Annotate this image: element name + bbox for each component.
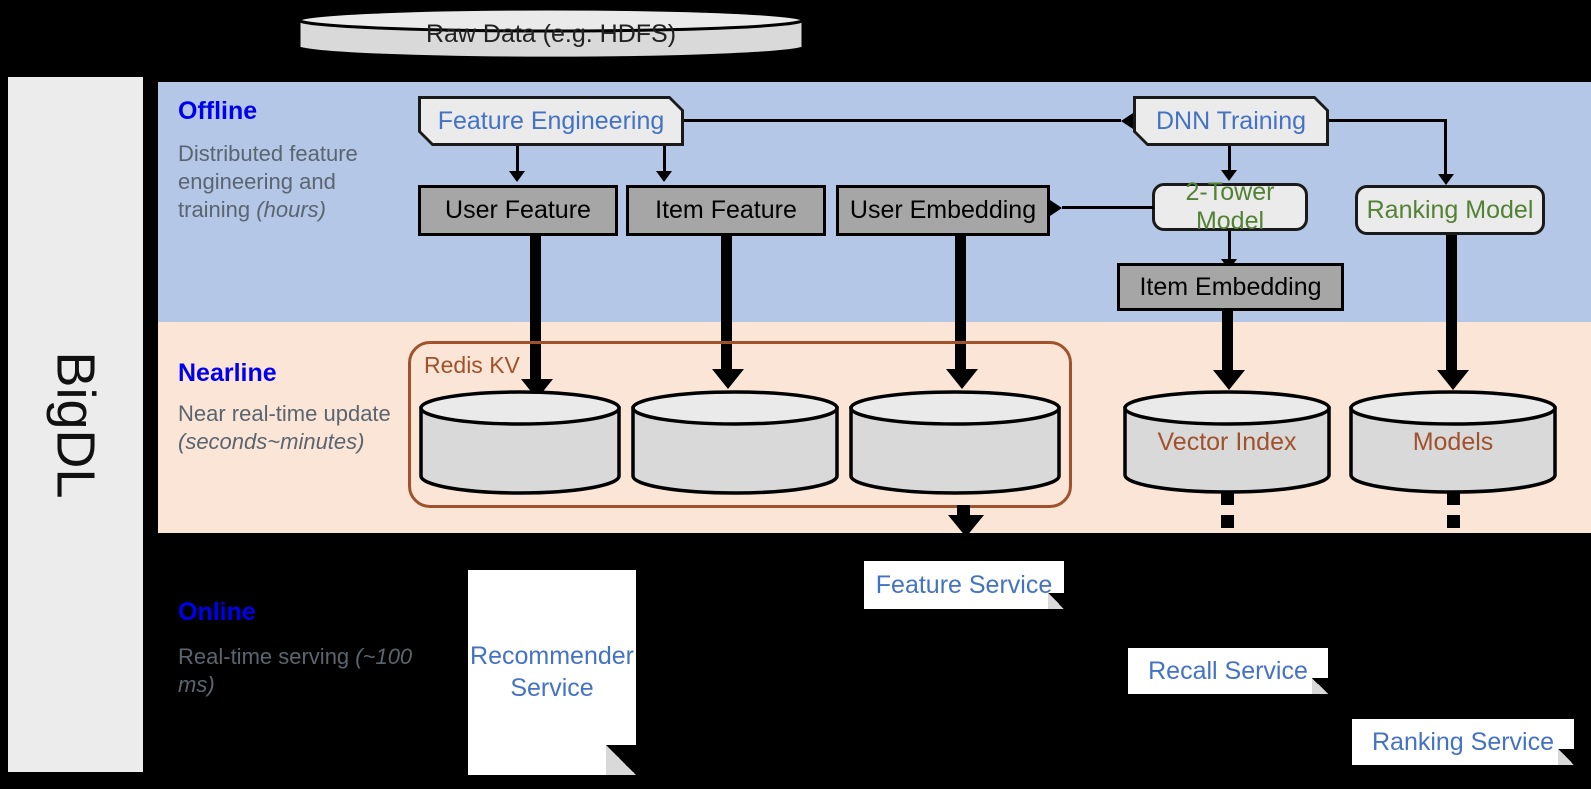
arrowhead-dnn-ranking (1438, 174, 1454, 185)
two-tower-model-box[interactable]: 2-Tower Model (1152, 178, 1308, 235)
fe-fill (421, 99, 681, 143)
arrowhead-dnn-twotower (1221, 170, 1237, 181)
nearline-subtitle: Near real-time update (seconds~minutes) (178, 400, 413, 456)
arrowhead-fe-dnn (1121, 113, 1133, 129)
item-feature-store-label (630, 388, 840, 496)
page-fold-icon (1048, 593, 1064, 609)
page-fold-icon (1312, 678, 1328, 694)
nearline-timing: (seconds~minutes) (178, 429, 365, 455)
connector-stub-vectorindex-2 (1221, 515, 1234, 528)
arrowhead-rawdata-fe (534, 60, 566, 80)
edge-dnn-ranking-h (1329, 119, 1447, 122)
models-label: Models (1412, 427, 1494, 456)
two-tower-model-label: 2-Tower Model (1185, 178, 1275, 235)
bigdl-label: BigDL (45, 350, 106, 499)
online-timing: (~100 ms) (178, 644, 413, 698)
arrowhead-itemfeature-store (712, 369, 744, 389)
recall-service-card[interactable]: Recall Service (1128, 648, 1328, 694)
user-embedding-box[interactable]: User Embedding (836, 185, 1050, 236)
offline-title: Offline (178, 97, 258, 125)
dnn-training-node[interactable]: DNN Training (1133, 96, 1329, 146)
nearline-title: Nearline (178, 359, 277, 387)
models-cylinder[interactable]: Models (1348, 389, 1558, 495)
redis-kv-group (408, 341, 1072, 508)
cylinder-shape (1349, 390, 1557, 494)
feature-service-card[interactable]: Feature Service (864, 561, 1064, 609)
recall-service-label: Recall Service (1148, 656, 1308, 685)
item-feature-label: Item Feature (655, 196, 797, 224)
connector-stub-models-2 (1447, 515, 1460, 528)
connector-stub-vectorindex-1 (1221, 492, 1234, 505)
item-feature-box[interactable]: Item Feature (626, 185, 826, 236)
raw-data-label: Raw Data (e.g. HDFS) (425, 19, 677, 48)
nearline-subtitle-text: Near real-time update (178, 401, 391, 426)
feature-engineering-node[interactable]: Feature Engineering (418, 96, 684, 146)
edge-dnn-twotower (1228, 146, 1231, 172)
arrowhead-rankingmodel-models (1437, 370, 1469, 390)
arrowhead-fe-userfeature (509, 171, 525, 182)
feature-engineering-label: Feature Engineering (437, 106, 665, 135)
online-subtitle-text: Real-time serving (178, 644, 356, 669)
dnn-training-label: DNN Training (1155, 106, 1307, 135)
user-embedding-store-cylinder[interactable] (848, 388, 1062, 496)
online-subtitle: Real-time serving (~100 ms) (178, 643, 413, 699)
item-embedding-label: Item Embedding (1139, 272, 1322, 301)
user-embedding-store-label (848, 388, 1062, 496)
cylinder-shape (1123, 390, 1331, 494)
ranking-model-box[interactable]: Ranking Model (1355, 185, 1545, 235)
user-feature-store-cylinder[interactable] (418, 388, 622, 496)
user-feature-box[interactable]: User Feature (418, 185, 618, 236)
page-fold-icon (1558, 749, 1574, 765)
vector-index-cylinder[interactable]: Vector Index (1122, 389, 1332, 495)
cylinder-shape (419, 390, 621, 495)
online-title: Online (178, 598, 256, 626)
raw-data-cylinder: Raw Data (e.g. HDFS) (296, 6, 806, 62)
bigdl-rail: BigDL (8, 77, 143, 772)
dnn-fill (1136, 99, 1326, 143)
cylinder-shape (297, 7, 805, 60)
user-embedding-label: User Embedding (849, 196, 1037, 224)
edge-twotower-userembedding (1062, 206, 1154, 209)
item-embedding-box[interactable]: Item Embedding (1117, 263, 1344, 311)
edge-itemfeature-store (721, 236, 732, 378)
offline-timing: (hours) (256, 197, 326, 223)
edge-fe-userfeature (516, 146, 519, 173)
ranking-service-label: Ranking Service (1371, 727, 1555, 756)
item-feature-store-cylinder[interactable] (630, 388, 840, 496)
edge-itemembedding-vectorindex (1222, 311, 1233, 379)
feature-service-label: Feature Service (875, 570, 1053, 599)
vector-index-label: Vector Index (1157, 427, 1297, 456)
arrowhead-fe-itemfeature (656, 171, 672, 182)
recommender-service-card[interactable]: Recommender Service (468, 570, 636, 775)
edge-userfeature-store (530, 236, 541, 389)
edge-dnn-ranking-v (1444, 119, 1447, 177)
cylinder-shape (631, 390, 839, 495)
redis-kv-label: Redis KV (424, 352, 520, 378)
offline-subtitle-text: Distributed feature engineering and trai… (178, 141, 358, 223)
arrowhead-redis-featureservice (948, 515, 984, 537)
ranking-service-card[interactable]: Ranking Service (1352, 719, 1574, 765)
recommender-service-label: Recommender Service (470, 642, 634, 702)
offline-subtitle: Distributed feature engineering and trai… (178, 140, 413, 224)
connector-stub-models-1 (1447, 492, 1460, 505)
edge-twotower-itemembedding (1228, 231, 1231, 261)
edge-rankingmodel-models (1446, 235, 1457, 380)
arrowhead-itemembedding-vectorindex (1213, 370, 1245, 390)
edge-fe-itemfeature (663, 146, 666, 173)
user-feature-store-label (418, 388, 622, 496)
arrowhead-twotower-userembedding (1050, 200, 1062, 216)
ranking-model-label: Ranking Model (1366, 195, 1534, 224)
arrowhead-userembedding-store (946, 369, 978, 389)
edge-userembedding-store (955, 236, 966, 378)
edge-fe-dnn (684, 119, 1121, 122)
cylinder-shape (849, 390, 1061, 495)
page-fold-icon (606, 745, 636, 775)
user-feature-label: User Feature (445, 196, 591, 224)
connector-stub-featureservice (957, 505, 970, 518)
